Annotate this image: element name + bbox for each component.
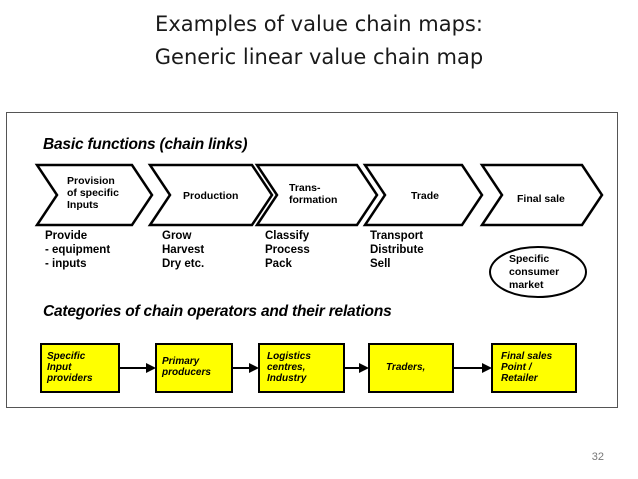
operator-arrows: [119, 363, 492, 373]
chevron-transformation: [254, 163, 379, 227]
operator-label-primary-producers: Primary producers: [162, 356, 211, 378]
chevron-label-transformation: Trans- formation: [289, 182, 338, 206]
operator-label-retailer: Final sales Point / Retailer: [501, 351, 553, 384]
page-number: 32: [591, 451, 604, 463]
chevron-label-trade: Trade: [411, 190, 440, 202]
operator-label-input-providers: Specific Input providers: [47, 351, 93, 384]
operator-box-input-providers: [40, 343, 120, 393]
value-chain-shapes: [34, 163, 604, 393]
slide-title-line-2: Generic linear value chain map: [154, 45, 484, 69]
chevron-provision: [34, 163, 154, 227]
consumer-market-label: Specific consumer market: [509, 253, 560, 291]
operator-label-logistics: Logistics centres, Industry: [267, 351, 311, 384]
operator-box-retailer: [491, 343, 577, 393]
operator-label-traders: Traders,: [386, 362, 426, 373]
slide-title: Examples of value chain maps: Generic li…: [0, 8, 638, 74]
consumer-market-ellipse: [489, 246, 587, 298]
section-heading-basic-functions: Basic functions (chain links): [43, 136, 248, 153]
operator-box-logistics: [258, 343, 345, 393]
activities-trade: Transport Distribute Sell: [370, 230, 424, 270]
chevron-label-production: Production: [183, 190, 239, 202]
section-heading-operators: Categories of chain operators and their …: [43, 303, 392, 320]
slide-title-line-1: Examples of value chain maps:: [155, 12, 483, 36]
chevron-label-final-sale: Final sale: [517, 193, 565, 205]
chevron-final-sale: [479, 163, 604, 227]
chevron-trade: [362, 163, 484, 227]
operator-box-primary-producers: [155, 343, 233, 393]
activities-transformation: Classify Process Pack: [265, 230, 310, 270]
value-chain-figure: Basic functions (chain links) Provision …: [6, 112, 618, 408]
operator-box-traders: [368, 343, 454, 393]
chevron-production: [147, 163, 274, 227]
chevron-label-provision: Provision of specific Inputs: [67, 175, 119, 211]
activities-provision: Provide - equipment - inputs: [45, 230, 111, 270]
activities-production: Grow Harvest Dry etc.: [162, 230, 205, 270]
